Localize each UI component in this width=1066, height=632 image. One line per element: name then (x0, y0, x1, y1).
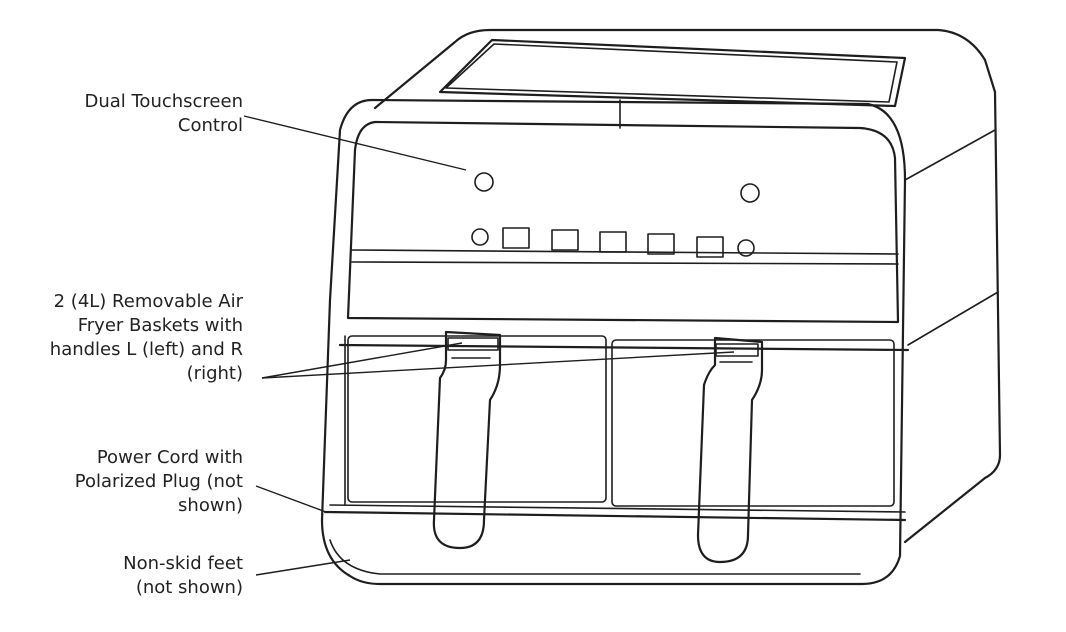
callout-line: Dual Touchscreen (84, 91, 243, 112)
leader-feet (255, 559, 351, 576)
callout-line: shown) (178, 495, 243, 516)
leader-touchscreen (243, 115, 467, 171)
callout-line: Polarized Plug (not (74, 471, 243, 492)
leader-basket-right (261, 351, 735, 379)
callout-feet: Non-skid feet (not shown) (123, 552, 243, 600)
air-fryer-illustration (320, 28, 1002, 586)
callout-line: Non-skid feet (123, 553, 243, 574)
callout-line: Fryer Baskets with (77, 315, 243, 336)
callout-line: handles L (left) and R (49, 339, 243, 360)
callout-line: Control (177, 115, 243, 136)
leader-power-cord (255, 485, 327, 513)
callout-line: (not shown) (135, 577, 243, 598)
leader-lines (243, 115, 735, 576)
callout-line: 2 (4L) Removable Air (53, 291, 243, 312)
callout-line: (right) (186, 363, 243, 384)
leader-basket-left (261, 342, 463, 379)
callout-baskets: 2 (4L) Removable Air Fryer Baskets with … (50, 290, 243, 386)
callout-line: Power Cord with (96, 447, 243, 468)
callout-touchscreen: Dual Touchscreen Control (84, 90, 243, 138)
callout-power-cord: Power Cord with Polarized Plug (not show… (75, 446, 243, 518)
